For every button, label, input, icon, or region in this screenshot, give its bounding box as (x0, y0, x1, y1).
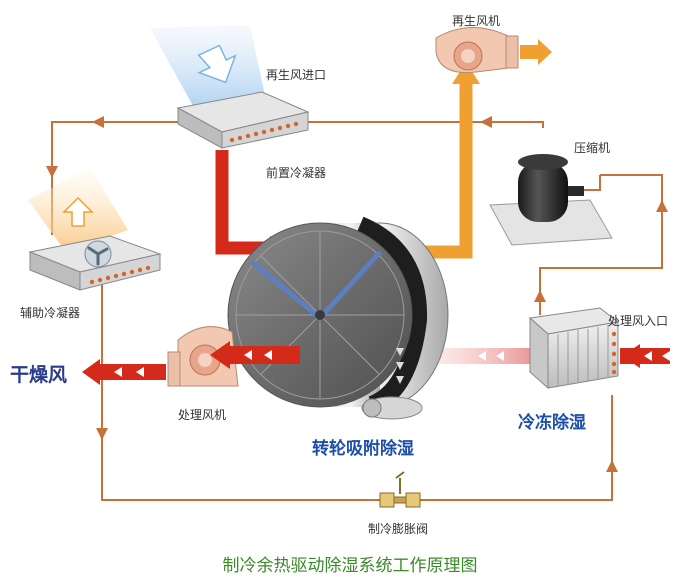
process-inlet-arrows (620, 344, 670, 368)
process-air-inlet-label: 处理风入口 (608, 314, 669, 328)
aux-condenser-coil (28, 235, 162, 291)
valve-icon (379, 471, 421, 508)
compressor-icon (489, 154, 613, 246)
regen-exhaust-arrow-icon (520, 39, 552, 65)
process-cooling-coil (528, 307, 620, 390)
fan-icon (87, 246, 109, 266)
pipe-arrows (46, 116, 668, 472)
dry-air-arrow-icon (82, 359, 100, 385)
process-inlet-beam (432, 348, 542, 364)
regen-fan-label: 再生风机 (452, 14, 501, 28)
refrigerant-pipe (51, 121, 663, 501)
wheel-out-arrow (222, 346, 300, 364)
pre-condenser-coil (176, 91, 310, 149)
regen-fan (435, 27, 519, 74)
process-beam-arrows (478, 351, 504, 361)
aux-arrow-icon (62, 196, 94, 227)
compressor-label: 压缩机 (574, 141, 611, 155)
regen-inlet-arrow-icon (197, 44, 237, 84)
dry-air-label: 干燥风 (10, 364, 68, 386)
wheel-dehumid-label: 转轮吸附除湿 (312, 439, 414, 459)
wheel-icon (227, 216, 449, 420)
regen-air-inlet-label: 再生风进口 (266, 68, 327, 82)
expansion-valve-label: 制冷膨胀阀 (368, 522, 429, 536)
process-fan (167, 326, 239, 387)
pre-condenser-label: 前置冷凝器 (266, 166, 327, 180)
process-fan-label: 处理风机 (178, 408, 227, 422)
dry-air-arrow (96, 364, 166, 380)
cooling-dehumid-label: 冷冻除湿 (518, 413, 586, 433)
aux-condenser-label: 辅助冷凝器 (20, 306, 81, 320)
diagram-caption: 制冷余热驱动除湿系统工作原理图 (222, 556, 478, 576)
regen-outlet-path (420, 82, 473, 259)
